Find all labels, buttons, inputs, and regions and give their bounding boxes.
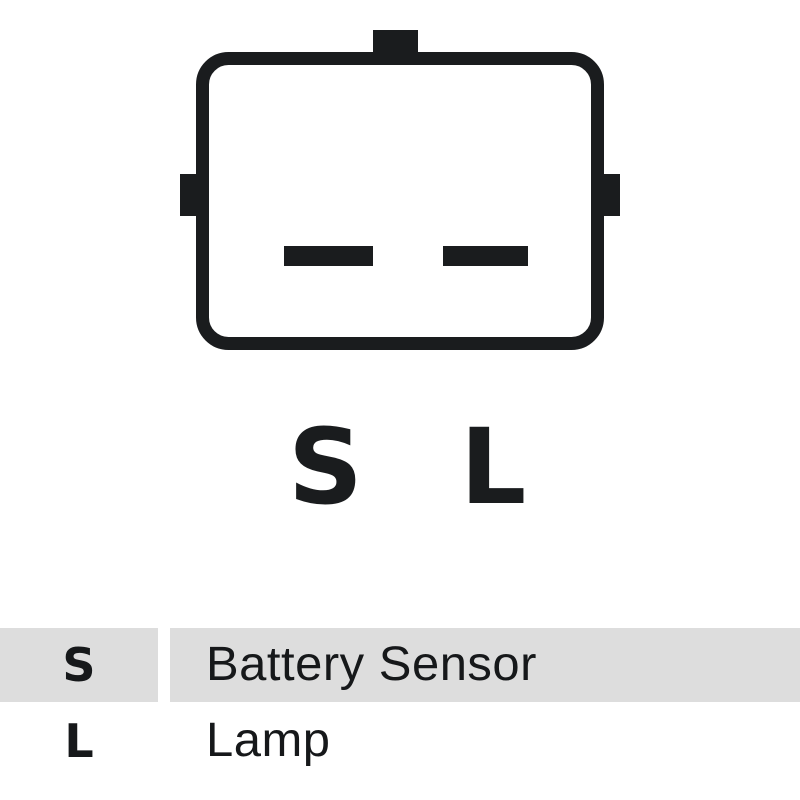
pin-code-l: L bbox=[64, 714, 94, 768]
terminal-slot-s bbox=[284, 246, 373, 266]
pin-code-cell: S bbox=[0, 628, 158, 702]
pin-legend-table: S Battery Sensor L Lamp bbox=[0, 628, 800, 800]
terminal-label-s: S bbox=[288, 406, 363, 528]
connector-svg bbox=[180, 30, 620, 350]
pin-code-cell: L bbox=[0, 704, 158, 778]
column-divider bbox=[158, 704, 170, 778]
pin-description-l: Lamp bbox=[206, 714, 331, 767]
terminal-slot-l bbox=[443, 246, 528, 266]
pin-description-cell: Lamp bbox=[170, 704, 800, 778]
table-row: L Lamp bbox=[0, 704, 800, 778]
pin-code-s: S bbox=[62, 638, 96, 692]
connector-diagram bbox=[180, 30, 620, 350]
column-divider bbox=[158, 628, 170, 702]
terminal-label-l: L bbox=[460, 406, 527, 528]
pin-description-cell: Battery Sensor bbox=[170, 628, 800, 702]
table-row: S Battery Sensor bbox=[0, 628, 800, 702]
connector-right-key-tab bbox=[600, 174, 620, 216]
pin-description-s: Battery Sensor bbox=[206, 638, 537, 691]
connector-housing-outline bbox=[196, 52, 604, 350]
connector-left-key-tab bbox=[180, 174, 200, 216]
terminal-label-group: S L bbox=[0, 415, 800, 525]
